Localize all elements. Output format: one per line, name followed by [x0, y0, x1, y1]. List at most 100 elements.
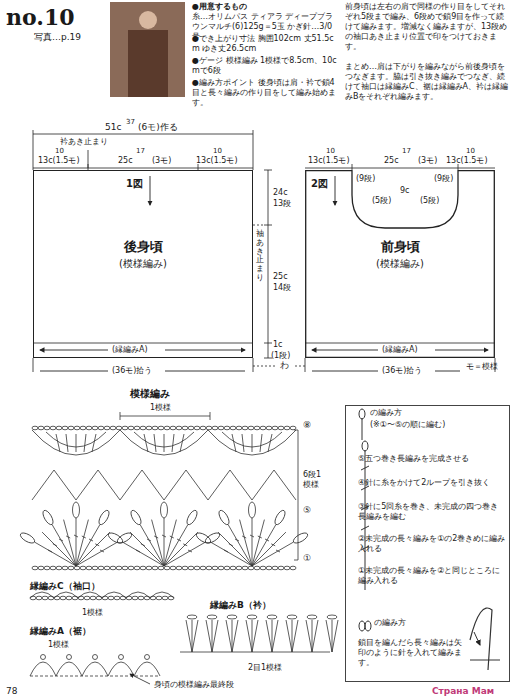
stitch-stroke	[236, 566, 242, 570]
stitch-stroke	[19, 531, 36, 545]
label: (9段)	[434, 174, 453, 184]
node-text: ②未完成の長々編みを①の2巻きめに編み入れる	[358, 534, 506, 554]
stitch-stroke	[200, 426, 206, 430]
stitch-stroke	[158, 566, 164, 570]
stitch-stroke	[53, 544, 57, 546]
stitch-stroke	[152, 426, 158, 430]
stitch-stroke	[290, 426, 296, 430]
stitch-stroke	[119, 655, 124, 660]
stitch-stroke	[82, 662, 108, 676]
label: 13c(1.5モ)	[196, 156, 238, 166]
stitch-stroke	[229, 544, 233, 546]
stitch-stroke	[226, 620, 232, 652]
label: 25c	[273, 272, 288, 282]
stitch-stroke	[161, 502, 168, 518]
stitch-stroke	[273, 509, 287, 526]
stitch-stroke	[78, 592, 102, 598]
stitch-stroke	[206, 620, 212, 652]
stitch-stroke	[200, 566, 206, 570]
stitch-stroke	[44, 566, 50, 570]
stitch-stroke	[227, 615, 237, 619]
chart-frame	[120, 412, 298, 560]
node-text: (模様編み)	[119, 256, 167, 271]
label: 衿あき止まり	[60, 137, 108, 147]
sweater-shape	[128, 30, 168, 97]
model-photo	[110, 2, 185, 97]
stitch-stroke	[74, 535, 78, 537]
node-text: の編み方	[370, 408, 402, 418]
stitch-stroke	[232, 434, 236, 452]
node-text: ④針に糸をかけて2ループを引き抜く	[358, 478, 506, 488]
stitch-stroke	[162, 535, 166, 537]
stitch-stroke	[272, 620, 278, 652]
label: 縁編みA（裾）	[30, 626, 91, 637]
stitch-stroke	[162, 596, 168, 600]
stitch-stroke	[156, 596, 162, 600]
stitch-stroke	[154, 434, 156, 452]
stitch-stroke	[114, 596, 120, 600]
label: モ＝模様	[466, 362, 498, 372]
stitch-stroke	[110, 426, 116, 430]
label: 写真…p.19	[34, 32, 81, 43]
label: (6モ)作る	[138, 122, 178, 133]
label: (縁編みA)	[382, 345, 418, 355]
stitch-stroke	[50, 426, 56, 430]
label: 14段	[273, 283, 291, 293]
stitch-stroke	[208, 470, 296, 500]
stitch-stroke	[32, 566, 38, 570]
label: ⑤	[303, 505, 311, 516]
stitch-stroke	[120, 430, 208, 455]
stitch-stroke	[232, 620, 233, 652]
label: 24c	[273, 188, 288, 198]
stitch-stroke	[260, 434, 262, 452]
label: 10	[55, 147, 64, 156]
stitch-stroke	[140, 426, 146, 430]
node-text: の編み方	[374, 618, 406, 628]
stitch-stroke	[66, 434, 68, 452]
stitch-stroke	[230, 426, 236, 430]
stitch-stroke	[152, 520, 164, 566]
label: 17	[136, 147, 145, 156]
stitch-stroke	[73, 502, 80, 518]
stitch-stroke	[84, 596, 90, 600]
label: (1段)	[271, 351, 290, 361]
legend-box: の編み方(※①〜⑤の順に編む)⑤五つ巻き長編みを完成させる④針に糸をかけて2ルー…	[345, 405, 510, 682]
stitch-stroke	[185, 509, 199, 526]
stitch-stroke	[54, 592, 78, 598]
label: (3モ)	[418, 156, 437, 166]
stitch-stroke	[164, 426, 170, 430]
stitch-stroke	[76, 520, 88, 566]
stitch-stroke	[242, 566, 248, 570]
stitch-stroke	[164, 518, 165, 566]
dimension-lines	[33, 130, 495, 372]
label: 模様編み	[130, 388, 170, 401]
stitch-stroke	[212, 620, 218, 652]
stitch-stroke	[76, 518, 77, 566]
stitch-stroke	[188, 550, 192, 552]
stitch-stroke	[92, 434, 96, 452]
stitch-stroke	[66, 596, 72, 600]
stitch-stroke	[194, 566, 200, 570]
stitch-stroke	[242, 426, 248, 430]
stitch-stroke	[80, 426, 86, 430]
stitch-stroke	[44, 426, 50, 430]
stitch-stroke	[266, 426, 272, 430]
stitch-stroke	[267, 615, 277, 619]
stitch-stroke	[120, 470, 208, 500]
stitch-stroke	[247, 615, 257, 619]
stitch-stroke	[252, 620, 258, 652]
label: (5段)	[372, 196, 391, 206]
stitch-stroke	[230, 566, 236, 570]
stitch-stroke	[188, 426, 194, 430]
stitch-stroke	[110, 566, 116, 570]
label: 37	[126, 118, 135, 127]
front-outline	[306, 171, 495, 358]
stitch-stroke	[258, 536, 262, 538]
stitch-stroke	[132, 596, 138, 600]
stitch-stroke	[287, 615, 297, 619]
stitch-stroke	[192, 620, 198, 652]
stitch-stroke	[278, 566, 284, 570]
label: 17	[402, 147, 411, 156]
stitch-stroke	[62, 566, 68, 570]
